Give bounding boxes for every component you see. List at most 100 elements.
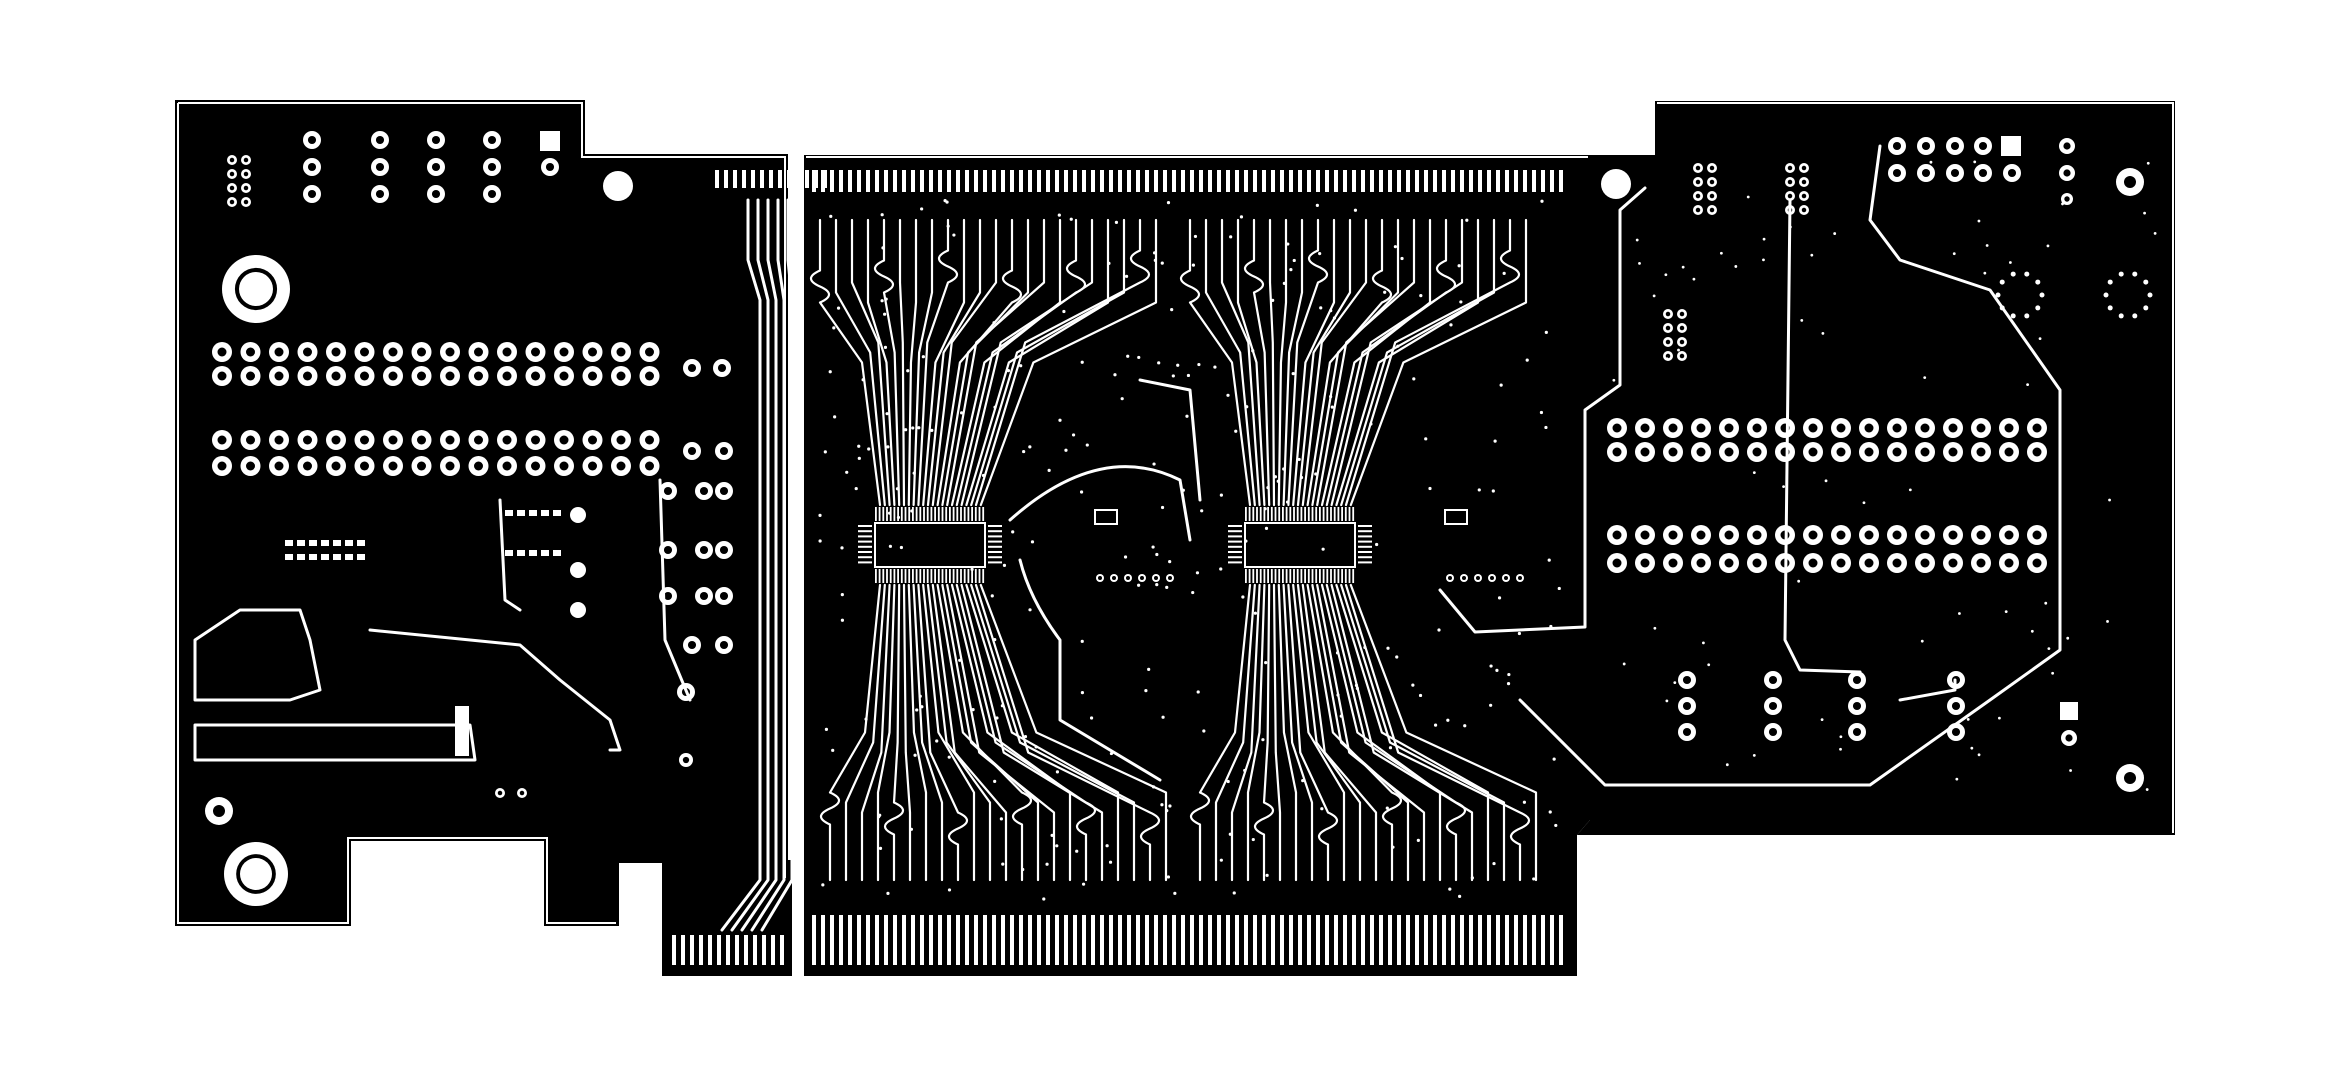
top-finger xyxy=(1118,170,1122,192)
drill-hole xyxy=(2063,169,2071,177)
edge-finger xyxy=(1406,915,1410,965)
chip-pin xyxy=(858,556,872,559)
via xyxy=(833,415,837,419)
drill-hole xyxy=(545,162,555,172)
trace xyxy=(1340,218,1496,507)
via xyxy=(1734,265,1738,268)
smd-pad xyxy=(541,510,549,516)
edge-finger xyxy=(857,915,861,965)
chip-pin xyxy=(882,569,885,583)
edge-finger xyxy=(699,935,703,965)
via xyxy=(1202,729,1206,733)
top-finger xyxy=(1478,170,1482,192)
top-finger xyxy=(1514,170,1518,192)
via xyxy=(945,200,949,204)
trace xyxy=(1138,378,1202,502)
trace xyxy=(936,583,1033,882)
drill-hole xyxy=(1976,530,1986,540)
top-finger xyxy=(1037,170,1041,192)
drill-hole xyxy=(1864,530,1874,540)
top-finger xyxy=(821,170,825,192)
edge-finger xyxy=(771,935,775,965)
via xyxy=(1977,753,1981,757)
top-finger xyxy=(1244,170,1248,192)
drill-hole xyxy=(1836,558,1846,568)
via xyxy=(1653,626,1657,630)
drill-hole xyxy=(431,189,441,199)
top-finger xyxy=(983,170,987,192)
trace xyxy=(1316,583,1426,882)
top-finger xyxy=(1523,170,1527,192)
chip-pin xyxy=(912,507,914,521)
smd-pad xyxy=(309,540,317,546)
drill-hole xyxy=(1836,423,1846,433)
top-finger xyxy=(911,170,915,192)
trace xyxy=(193,723,477,762)
chip-pin xyxy=(988,525,1002,527)
drill-hole xyxy=(2004,423,2014,433)
via xyxy=(1638,261,1641,265)
smd-pad xyxy=(357,554,365,560)
drill-hole xyxy=(1098,576,1102,580)
drill-hole xyxy=(1154,576,1158,580)
chip-pin xyxy=(937,507,940,521)
trace xyxy=(902,583,912,882)
trace xyxy=(960,218,1094,507)
edge-finger xyxy=(866,915,870,965)
via xyxy=(1465,218,1469,222)
via xyxy=(912,471,916,475)
edge-finger xyxy=(1163,915,1167,965)
via xyxy=(993,405,997,409)
via xyxy=(1339,714,1343,718)
chip-pin xyxy=(1358,556,1372,559)
via xyxy=(1108,860,1113,864)
edge-finger xyxy=(1001,915,1005,965)
top-finger xyxy=(1559,170,1563,192)
edge-finger xyxy=(1523,915,1527,965)
top-finger xyxy=(769,170,773,188)
via xyxy=(2146,161,2150,165)
drill-hole xyxy=(719,545,729,555)
chip-pin xyxy=(937,569,940,583)
via xyxy=(920,705,924,709)
edge-finger xyxy=(708,935,712,965)
via xyxy=(1463,724,1467,728)
drill-hole xyxy=(303,371,312,381)
left-edge-connector xyxy=(662,860,792,976)
via xyxy=(1952,252,1956,256)
drill-hole xyxy=(1709,207,1715,213)
via xyxy=(1833,232,1837,235)
via xyxy=(888,544,892,548)
edge-finger xyxy=(1235,915,1239,965)
via xyxy=(993,637,997,642)
top-finger xyxy=(1361,170,1365,192)
via xyxy=(884,297,888,301)
trace xyxy=(1296,218,1352,507)
trace xyxy=(1898,678,1957,702)
drill-hole xyxy=(1695,207,1701,213)
via xyxy=(1105,844,1109,848)
via xyxy=(1157,361,1161,365)
trace xyxy=(965,583,1120,882)
chip-pin xyxy=(882,507,885,521)
via xyxy=(1458,894,1462,898)
chip-pin xyxy=(1278,507,1281,521)
via xyxy=(1021,867,1025,872)
via xyxy=(906,369,910,373)
drill-hole xyxy=(1920,447,1930,457)
via xyxy=(1547,558,1551,562)
chip-pin xyxy=(875,507,877,521)
drill-hole xyxy=(1695,165,1701,171)
via xyxy=(1147,667,1151,671)
trace xyxy=(850,218,891,507)
via xyxy=(915,708,919,712)
edge-finger xyxy=(726,935,730,965)
via xyxy=(2008,261,2012,264)
via xyxy=(1665,699,1669,703)
smd-pad xyxy=(321,554,329,560)
top-finger xyxy=(1271,170,1275,192)
via xyxy=(1489,664,1493,668)
top-finger xyxy=(1100,170,1104,192)
drill-hole xyxy=(1921,141,1931,151)
via xyxy=(840,618,845,622)
